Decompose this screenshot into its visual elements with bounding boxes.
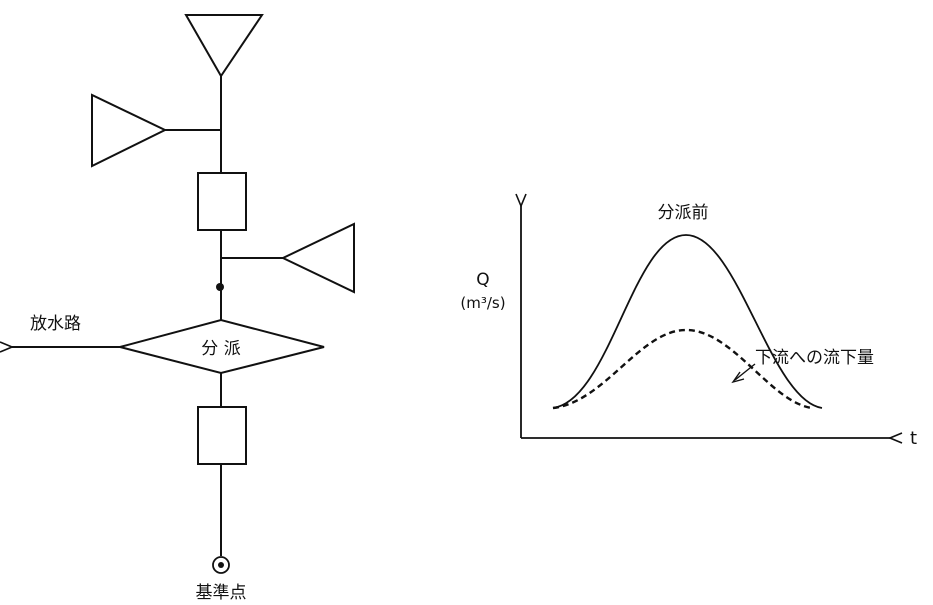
tributary-basin-triangle-left	[91, 93, 168, 168]
channel-reach-box-lower	[197, 406, 247, 465]
confluence-node	[216, 283, 224, 291]
x-axis-label: t	[910, 428, 917, 449]
y-axis-unit-label: (m³/s)	[460, 294, 505, 312]
downstream-flow-label: 下流への流下量	[755, 348, 874, 368]
hydrograph: 分派前 下流への流下量 Q (m³/s) t	[460, 203, 917, 449]
diversion-label: 分 派	[201, 339, 240, 359]
before-diversion-label: 分派前	[658, 203, 709, 223]
diversion-diamond	[116, 318, 325, 375]
callout-arrowhead	[731, 371, 745, 384]
hydrograph-downstream-flow-curve	[552, 328, 813, 410]
tributary-basin-triangle-right	[280, 222, 355, 294]
outlet-label: 放水路	[30, 314, 81, 334]
river-network	[12, 14, 355, 574]
callout-leader-line	[734, 363, 756, 381]
hydrograph-before-diversion-curve	[552, 234, 823, 409]
reference-point-center-icon	[218, 562, 224, 568]
reference-point-label: 基準点	[196, 583, 247, 603]
y-axis-label: Q	[476, 270, 489, 290]
upstream-basin-triangle-top	[184, 14, 264, 78]
reference-point-icon	[212, 556, 230, 574]
channel-reach-box-upper	[197, 172, 247, 231]
